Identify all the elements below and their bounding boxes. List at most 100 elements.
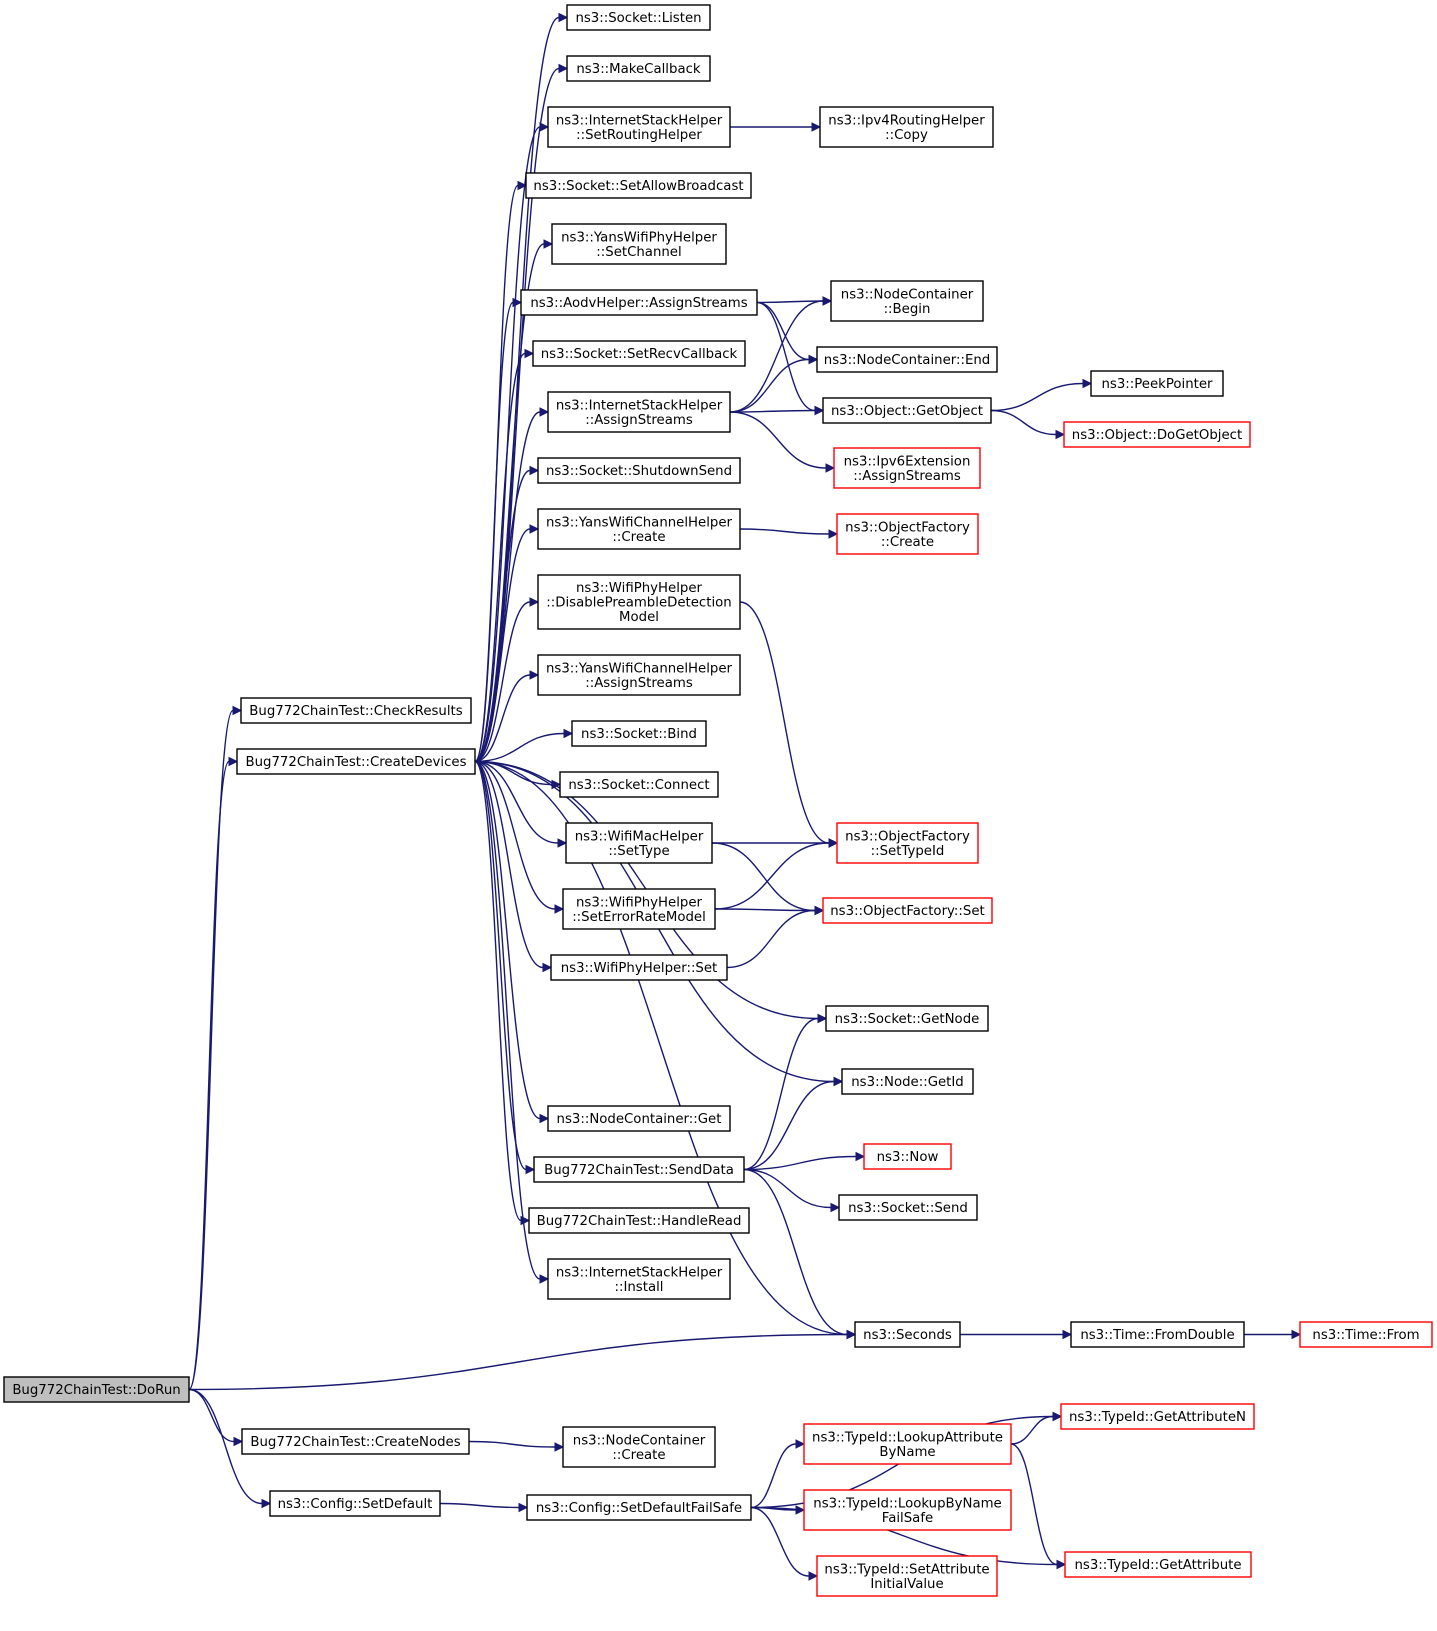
node-time-from-double[interactable]: ns3::Time::FromDouble [1070,1321,1245,1348]
node-ipv4-routing-copy[interactable]: ns3::Ipv4RoutingHelper::Copy [819,106,994,148]
node-label: ns3::Ipv4RoutingHelper [828,113,985,128]
node-seconds[interactable]: ns3::Seconds [854,1321,961,1348]
node-yans-chan-assign[interactable]: ns3::YansWifiChannelHelper::AssignStream… [537,654,741,696]
node-socket-connect[interactable]: ns3::Socket::Connect [559,771,719,798]
node-now[interactable]: ns3::Now [863,1143,952,1170]
edge-arrowhead [814,905,825,916]
edge-do-run-to-create-nodes [188,1388,235,1443]
node-ish-assign[interactable]: ns3::InternetStackHelper::AssignStreams [547,391,731,433]
node-wifi-phy-disable[interactable]: ns3::WifiPhyHelper::DisablePreambleDetec… [537,574,741,630]
edge-arrowhead [529,465,540,476]
edge-create-devices-to-aodv-assign [474,301,514,763]
edge-do-run-to-seconds [188,1333,848,1391]
node-make-callback[interactable]: ns3::MakeCallback [566,55,711,82]
node-check-results[interactable]: Bug772ChainTest::CheckResults [240,697,472,724]
edge-create-devices-to-ish-install [474,760,541,1280]
edge-ish-assign-to-ipv6-ext-assign [729,411,827,469]
node-node-get-id[interactable]: ns3::Node::GetId [841,1068,974,1095]
node-label: FailSafe [882,1511,933,1526]
node-wifi-phy-set[interactable]: ns3::WifiPhyHelper::Set [550,954,728,981]
node-box [566,55,711,82]
node-nc-get[interactable]: ns3::NodeContainer::Get [547,1105,731,1132]
node-obj-get-object[interactable]: ns3::Object::GetObject [822,397,992,424]
edge-create-nodes-to-nc-create [468,1440,556,1448]
node-box [841,1068,974,1095]
node-label: ns3::YansWifiPhyHelper [561,230,717,245]
node-do-run[interactable]: Bug772ChainTest::DoRun [3,1376,190,1403]
node-wifi-mac-set-type[interactable]: ns3::WifiMacHelper::SetType [565,822,713,864]
edge-arrowhead [811,122,822,132]
edge-arrowhead [539,1274,550,1284]
node-of-set-type-id[interactable]: ns3::ObjectFactory::SetTypeId [836,822,979,864]
node-label: Bug772ChainTest::CreateNodes [250,1435,460,1450]
node-box [547,106,731,148]
edge-config-fail-safe-to-set-attr-init [750,1506,810,1577]
node-label: Bug772ChainTest::DoRun [12,1383,180,1398]
node-socket-shutdown[interactable]: ns3::Socket::ShutdownSend [537,457,741,484]
node-label: ns3::Node::GetId [851,1075,964,1090]
node-socket-get-node[interactable]: ns3::Socket::GetNode [825,1005,989,1032]
node-box [537,654,741,696]
edge-arrowhead [808,354,819,365]
node-socket-listen[interactable]: ns3::Socket::Listen [566,4,711,31]
node-yans-chan-create[interactable]: ns3::YansWifiChannelHelper::Create [537,508,741,550]
node-box [803,1423,1012,1465]
node-socket-recv-cb[interactable]: ns3::Socket::SetRecvCallback [532,340,746,367]
node-box [236,748,476,775]
node-label: Bug772ChainTest::CreateDevices [245,755,466,770]
edge-create-devices-to-socket-bind [474,732,565,763]
node-ipv6-ext-assign[interactable]: ns3::Ipv6Extension::AssignStreams [833,447,981,489]
node-ish-set-routing[interactable]: ns3::InternetStackHelper::SetRoutingHelp… [547,106,731,148]
node-create-nodes[interactable]: Bug772ChainTest::CreateNodes [241,1428,470,1455]
node-label: ns3::WifiPhyHelper::Set [561,961,718,976]
edge-arrowhead [846,1329,857,1340]
edge-wifi-phy-set-err-to-of-set [714,908,816,912]
node-nc-begin[interactable]: ns3::NodeContainer::Begin [830,280,984,322]
node-send-data[interactable]: Bug772ChainTest::SendData [533,1156,745,1183]
edge-arrowhead [228,756,239,767]
node-get-attribute[interactable]: ns3::TypeId::GetAttribute [1064,1551,1252,1578]
edge-do-run-to-check-results [188,709,234,1391]
edge-aodv-assign-to-obj-get-object [756,301,816,412]
node-box [525,172,752,199]
node-handle-read[interactable]: Bug772ChainTest::HandleRead [528,1207,750,1234]
edge-arrowhead [233,1436,244,1447]
edge-arrowhead [525,1164,536,1175]
node-config-set-default[interactable]: ns3::Config::SetDefault [269,1490,441,1517]
node-nc-end[interactable]: ns3::NodeContainer::End [816,346,998,373]
node-box [3,1376,190,1403]
node-label: ns3::ObjectFactory::Set [830,904,984,919]
node-wifi-phy-set-err[interactable]: ns3::WifiPhyHelper::SetErrorRateModel [562,888,716,930]
node-box [863,1143,952,1170]
node-socket-bind[interactable]: ns3::Socket::Bind [571,720,707,747]
node-of-set[interactable]: ns3::ObjectFactory::Set [822,897,993,924]
node-of-create[interactable]: ns3::ObjectFactory::Create [836,513,979,555]
edge-arrowhead [543,239,554,249]
node-do-get-object[interactable]: ns3::Object::DoGetObject [1063,421,1251,448]
edge-arrowhead [1056,1559,1067,1570]
edge-wifi-phy-set-err-to-of-set-type-id [714,842,830,910]
node-socket-send[interactable]: ns3::Socket::Send [838,1194,978,1221]
node-time-from[interactable]: ns3::Time::From [1299,1321,1433,1348]
node-label: ns3::TypeId::LookupAttribute [812,1430,1003,1445]
node-aodv-assign[interactable]: ns3::AodvHelper::AssignStreams [520,289,758,316]
edge-create-devices-to-socket-shutdown [474,469,531,763]
node-create-devices[interactable]: Bug772ChainTest::CreateDevices [236,748,476,775]
edge-arrowhead [1052,1411,1063,1422]
edge-arrowhead [558,12,569,23]
edge-create-devices-to-wifi-phy-set [474,760,544,969]
node-ish-install[interactable]: ns3::InternetStackHelper::Install [547,1258,731,1300]
node-config-fail-safe[interactable]: ns3::Config::SetDefaultFailSafe [526,1494,752,1521]
node-socket-allow-bcast[interactable]: ns3::Socket::SetAllowBroadcast [525,172,752,199]
node-get-attribute-n[interactable]: ns3::TypeId::GetAttributeN [1060,1403,1255,1430]
node-peek-pointer[interactable]: ns3::PeekPointer [1090,370,1224,397]
node-yans-phy-set-channel[interactable]: ns3::YansWifiPhyHelper::SetChannel [551,223,727,265]
node-label: ns3::MakeCallback [576,62,701,77]
edge-arrowhead [554,904,565,914]
node-nc-create[interactable]: ns3::NodeContainer::Create [562,1426,716,1468]
edge-create-devices-to-yans-chan-create [474,528,531,763]
node-label: ::AssignStreams [585,676,693,691]
